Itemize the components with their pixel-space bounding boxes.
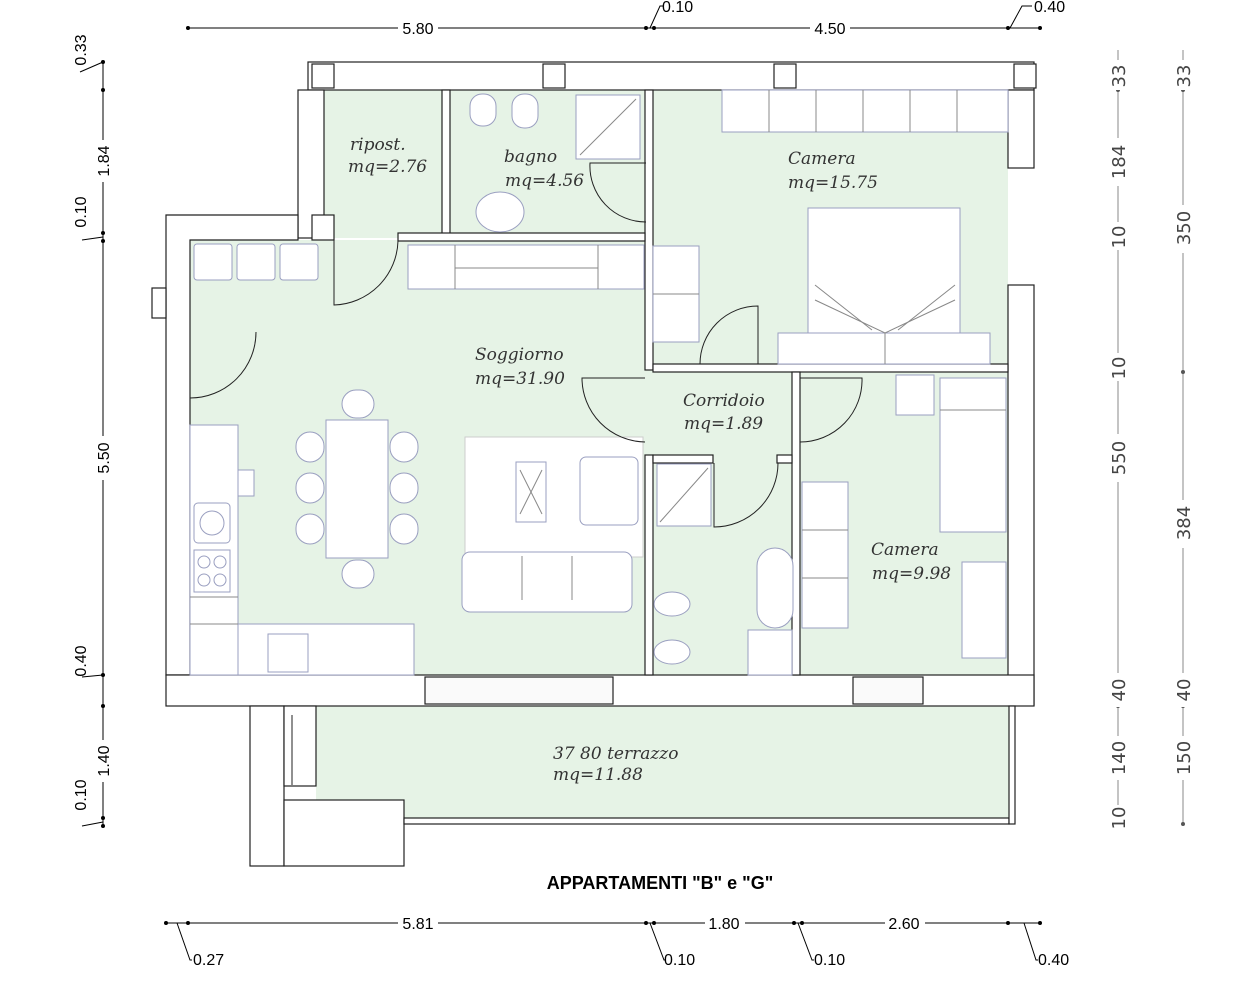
right2-dim-c: 384: [1174, 506, 1195, 540]
left-dim-e: 0.40: [73, 645, 90, 676]
right-dimension-line-1: 33 184 10 10 550 40 140 10: [1108, 50, 1130, 831]
camera2-area: mq=9.98: [872, 564, 951, 584]
soggiorno-name: Soggiorno: [475, 345, 564, 365]
left-dimension-line: 0.33 1.84 0.10 5.50 0.40 1.40 0.10: [73, 34, 113, 828]
corridoio-name: Corridoio: [683, 391, 765, 411]
right1-dim-f: 40: [1109, 679, 1130, 702]
top-dim-3: 4.50: [814, 21, 845, 38]
camera1-area: mq=15.75: [788, 173, 878, 193]
right2-dim-b: 350: [1174, 211, 1195, 245]
right2-dim-a: 33: [1174, 65, 1195, 88]
left-dim-g: 0.10: [73, 779, 90, 810]
top-dimension-line: 5.80 0.10 4.50 0.40: [186, 0, 1065, 38]
right1-dim-g: 140: [1109, 741, 1130, 775]
bottom-note-3: 0.10: [814, 952, 845, 969]
furniture: [189, 89, 1009, 676]
right1-dim-b: 184: [1109, 145, 1130, 179]
bottom-dim-2: 1.80: [708, 916, 739, 933]
right1-dim-e: 550: [1109, 441, 1130, 475]
bottom-note-4: 0.40: [1038, 952, 1069, 969]
right1-dim-d: 10: [1109, 357, 1130, 380]
corridoio-area: mq=1.89: [684, 414, 763, 434]
left-dim-f: 1.40: [96, 745, 113, 776]
right-dimension-line-2: 33 350 384 40 150: [1173, 50, 1195, 826]
bottom-dimension-line: 5.81 1.80 2.60 0.27 0.10 0.10 0.40: [164, 913, 1069, 969]
right2-dim-d: 40: [1174, 679, 1195, 702]
right1-dim-h: 10: [1109, 807, 1130, 830]
doors: [189, 162, 863, 528]
camera2-name: Camera: [871, 540, 939, 560]
left-dim-b: 1.84: [96, 145, 113, 176]
bottom-note-2: 0.10: [664, 952, 695, 969]
left-dim-c: 0.10: [73, 196, 90, 227]
top-dim-4: 0.40: [1034, 0, 1065, 16]
terrazzo-area: mq=11.88: [553, 765, 643, 785]
bottom-note-1: 0.27: [193, 952, 224, 969]
left-dim-a: 0.33: [73, 34, 90, 65]
bottom-dim-1: 5.81: [402, 916, 433, 933]
terrazzo-name: 37 80 terrazzo: [553, 744, 679, 764]
walls: [151, 61, 1037, 867]
plan-title: APPARTAMENTI "B" e "G": [547, 873, 773, 893]
left-dim-d: 5.50: [96, 442, 113, 473]
right1-dim-a: 33: [1109, 65, 1130, 88]
room-labels: ripost. mq=2.76 bagno mq=4.56 Camera mq=…: [348, 135, 951, 785]
right1-dim-c: 10: [1109, 226, 1130, 249]
bagno-name: bagno: [504, 147, 557, 167]
bottom-dim-3: 2.60: [888, 916, 919, 933]
ripost-name: ripost.: [350, 135, 406, 155]
ripost-area: mq=2.76: [348, 157, 427, 177]
soggiorno-area: mq=31.90: [475, 369, 565, 389]
right2-dim-e: 150: [1174, 741, 1195, 775]
bagno-area: mq=4.56: [505, 171, 584, 191]
top-dim-2: 0.10: [662, 0, 693, 16]
camera1-name: Camera: [788, 149, 856, 169]
top-dim-1: 5.80: [402, 21, 433, 38]
